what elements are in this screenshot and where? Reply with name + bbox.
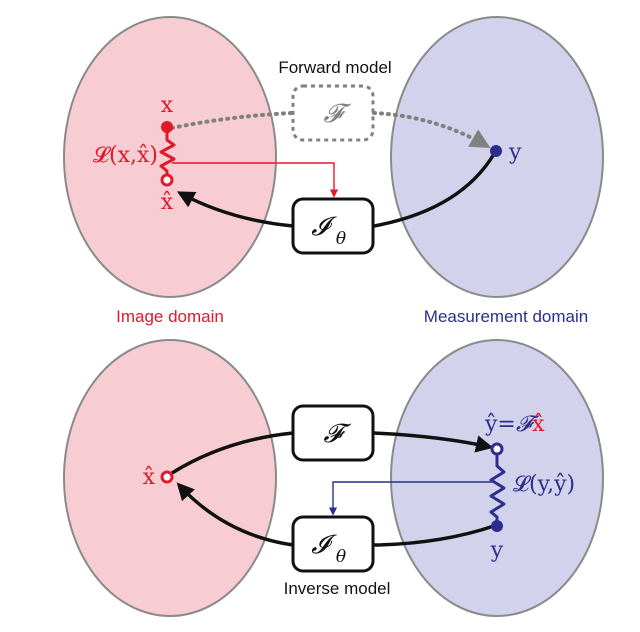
bottom-panel: 𝓕 𝓘 θ x̂ ŷ=𝓕x̂ y 𝓛(y,ŷ) Inverse model [63, 339, 604, 617]
inverse-model-caption: Inverse model [284, 579, 391, 598]
loss-label-bottom: 𝓛(y,ŷ) [513, 472, 575, 497]
point-y-top [490, 145, 502, 157]
inverse-arc-left-bottom [176, 482, 294, 547]
forward-model-caption: Forward model [278, 58, 391, 77]
measurement-domain-ellipse-top [390, 16, 604, 298]
label-yhat-bottom: ŷ=𝓕x̂ [484, 412, 545, 437]
forward-operator-symbol-top: 𝓕 [323, 99, 351, 129]
forward-dotted-path-right [372, 111, 491, 148]
label-y-bottom: y [490, 538, 504, 563]
inverse-arc-right-bottom [373, 524, 495, 547]
label-yhat-prefix: ŷ= [484, 412, 516, 437]
top-panel: Forward model 𝓕 𝓘 θ x x̂ y 𝓛(x,x̂) Image… [63, 16, 604, 326]
label-y-top: y [508, 140, 522, 165]
inverse-arc-left-top [176, 191, 294, 228]
loss-spring-bottom [489, 454, 506, 522]
inverse-operator-subscript-bottom: θ [336, 547, 346, 567]
label-xhat-top: x̂ [161, 190, 174, 215]
point-x-top [161, 121, 173, 133]
label-x-top: x [161, 93, 174, 118]
forward-operator-box-dashed [291, 84, 375, 142]
inverse-operator-box-top [291, 197, 375, 255]
forward-arc-right-bottom [373, 431, 494, 453]
loss-feedback-arrow-top [172, 162, 339, 198]
point-xhat-top [160, 173, 174, 187]
loss-feedback-arrow-bottom [328, 481, 492, 516]
inverse-operator-box-bottom [291, 515, 375, 573]
image-domain-label: Image domain [116, 307, 224, 326]
forward-arc-left-bottom [171, 431, 294, 475]
forward-dotted-path-left [170, 111, 294, 130]
point-yhat-bottom [490, 442, 504, 456]
loss-label-top: 𝓛(x,x̂) [93, 143, 158, 168]
measurement-domain-label: Measurement domain [424, 307, 588, 326]
loss-spring-top [159, 131, 176, 176]
point-xhat-bottom [160, 470, 174, 484]
point-y-bottom [491, 520, 503, 532]
label-xhat-bottom: x̂ [143, 465, 156, 490]
inverse-operator-subscript-top: θ [336, 229, 346, 249]
inverse-arc-right-top [373, 153, 496, 228]
label-yhat-xhat: x̂ [532, 412, 545, 437]
forward-operator-box-bottom [291, 404, 375, 462]
